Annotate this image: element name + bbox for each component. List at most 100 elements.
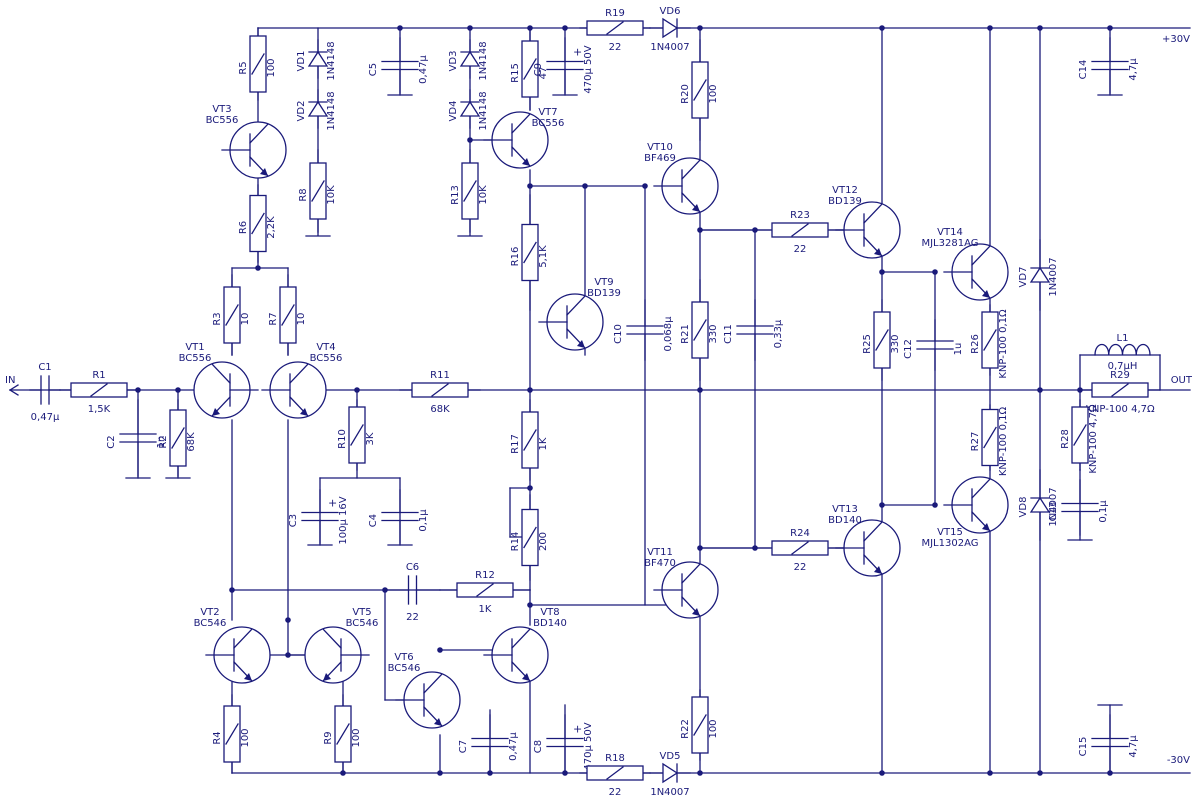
value-label: 200 xyxy=(538,532,549,551)
reference-label: VD5 xyxy=(660,751,681,762)
reference-label: R22 xyxy=(680,719,691,739)
reference-label: VT7 xyxy=(538,107,557,118)
value-label: KNP-100 0,1Ω xyxy=(998,407,1009,477)
capacitor-c15: C15 4,7μ xyxy=(1078,714,1139,771)
value-label: 3K xyxy=(365,432,376,445)
reference-label: C10 xyxy=(613,324,624,344)
value-label: 0,47μ xyxy=(418,55,429,84)
reference-label: VD4 xyxy=(448,101,459,122)
value-label: 10K xyxy=(326,185,337,205)
reference-label: R10 xyxy=(337,429,348,449)
value-label: MJL1302AG xyxy=(921,538,978,549)
positive-rail-label: +30V xyxy=(1162,34,1190,45)
resistor-r5: R5 100 xyxy=(238,27,277,101)
value-label: 68K xyxy=(186,432,197,452)
reference-label: R19 xyxy=(605,8,625,19)
value-label: BD140 xyxy=(828,515,862,526)
reference-label: C15 xyxy=(1078,737,1089,757)
reference-label: R3 xyxy=(212,312,223,325)
value-label: MJL3281AG xyxy=(921,238,978,249)
reference-label: VT10 xyxy=(647,142,673,153)
reference-label: R6 xyxy=(238,221,249,234)
reference-label: C9 xyxy=(533,63,544,76)
inductor-l1: L10,7μH xyxy=(1094,333,1151,372)
reference-label: R5 xyxy=(238,61,249,74)
value-label: BC546 xyxy=(346,618,379,629)
reference-label: C11 xyxy=(723,324,734,344)
reference-label: C8 xyxy=(533,740,544,753)
value-label: BC556 xyxy=(532,118,565,129)
value-label: 100 xyxy=(708,84,719,103)
resistor-r10: R10 3K xyxy=(337,399,376,471)
value-label: BF470 xyxy=(644,558,676,569)
value-label: 22 xyxy=(406,612,419,623)
value-label: 1n xyxy=(156,436,167,449)
value-label: 4,7μ xyxy=(1128,735,1139,758)
reference-label: R28 xyxy=(1060,429,1071,449)
reference-label: VT13 xyxy=(832,504,858,515)
value-label: 1N4007 xyxy=(1048,257,1059,296)
reference-label: C3 xyxy=(288,514,299,527)
value-label: BD140 xyxy=(533,618,567,629)
reference-label: VT2 xyxy=(200,607,219,618)
polarity-mark: + xyxy=(573,46,582,59)
value-label: KNP-100 0,1Ω xyxy=(998,309,1009,379)
reference-label: VT15 xyxy=(937,527,963,538)
value-label: 10 xyxy=(240,313,251,326)
resistor-r26: R26 KNP-100 0,1Ω xyxy=(970,304,1009,379)
reference-label: R14 xyxy=(510,532,521,552)
value-label: 1N4148 xyxy=(326,41,337,80)
value-label: 470μ 50V xyxy=(583,722,594,770)
value-label: 22 xyxy=(609,42,622,53)
polarity-mark: + xyxy=(573,723,582,736)
reference-label: R1 xyxy=(92,370,105,381)
reference-label: R8 xyxy=(298,188,309,201)
reference-label: C6 xyxy=(406,562,419,573)
value-label: 0,33μ xyxy=(773,319,784,348)
reference-label: VD6 xyxy=(660,6,681,17)
reference-label: VT1 xyxy=(185,342,204,353)
value-label: 68K xyxy=(430,404,450,415)
reference-label: R20 xyxy=(680,84,691,104)
value-label: 1N4007 xyxy=(650,42,689,53)
capacitor-c6: C6 22 xyxy=(384,562,441,623)
value-label: 4,7μ xyxy=(1128,58,1139,81)
resistor-r3: R3 10 xyxy=(212,274,251,356)
value-label: 100 xyxy=(266,58,277,77)
value-label: 1N4007 xyxy=(650,787,689,798)
capacitor-c1: C10,47μ xyxy=(29,362,61,423)
value-label: 1N4148 xyxy=(478,91,489,130)
value-label: BC546 xyxy=(388,663,421,674)
negative-rail-label: -30V xyxy=(1167,755,1190,766)
value-label: BD139 xyxy=(828,196,862,207)
reference-label: VT8 xyxy=(540,607,559,618)
value-label: 1N4148 xyxy=(478,41,489,80)
reference-label: C13 xyxy=(1048,502,1059,522)
reference-label: R29 xyxy=(1110,370,1130,381)
value-label: BC556 xyxy=(179,353,212,364)
resistor-r20: R20 100 xyxy=(680,39,719,141)
reference-label: R12 xyxy=(475,570,495,581)
reference-label: R26 xyxy=(970,334,981,354)
